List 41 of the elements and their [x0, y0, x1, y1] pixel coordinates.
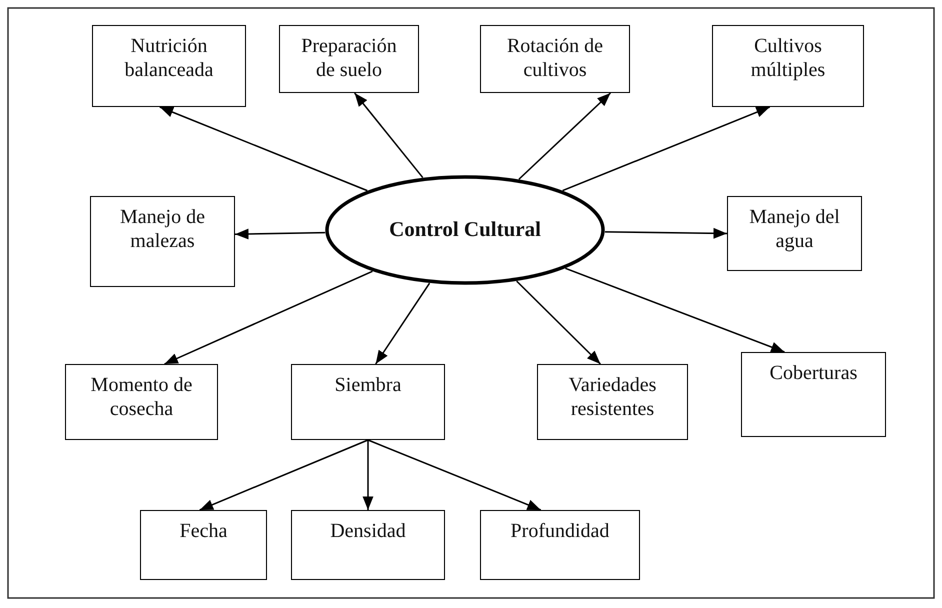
node-label: Momento de cosecha	[90, 373, 194, 421]
arrow	[354, 92, 424, 178]
arrow	[375, 282, 430, 364]
node-label: Manejo del agua	[748, 205, 841, 253]
arrow	[565, 268, 785, 353]
process-box	[712, 25, 864, 107]
process-box	[480, 25, 630, 93]
node-label: Densidad	[330, 519, 406, 543]
node-label: Cultivos múltiples	[750, 34, 826, 82]
node-label: Coberturas	[770, 361, 858, 385]
arrow	[368, 439, 542, 511]
process-box	[291, 364, 445, 440]
arrow	[164, 270, 373, 365]
arrow	[562, 106, 770, 192]
node-label: Preparación de suelo	[300, 34, 398, 82]
node-label: Variedades resistentes	[568, 373, 658, 421]
arrow	[604, 228, 728, 239]
arrow	[516, 280, 601, 365]
process-box	[90, 196, 235, 287]
process-box	[480, 510, 640, 580]
node-label: Siembra	[334, 373, 402, 397]
node-label: Fecha	[180, 519, 228, 543]
arrow	[159, 106, 368, 192]
process-box	[741, 352, 886, 437]
process-box	[727, 196, 862, 271]
node-label: Nutrición balanceada	[124, 34, 214, 82]
central-ellipse	[325, 175, 605, 285]
process-box	[537, 364, 688, 440]
arrow	[199, 439, 368, 511]
node-label: Profundidad	[510, 519, 610, 543]
process-box	[291, 510, 445, 580]
process-box	[65, 364, 218, 440]
node-label: Rotación de cultivos	[506, 34, 604, 82]
arrow	[518, 92, 612, 180]
arrow	[362, 440, 374, 510]
node-label: Manejo de malezas	[119, 205, 206, 253]
process-box	[92, 25, 246, 107]
process-box	[279, 25, 419, 93]
process-box	[140, 510, 267, 580]
node-label: Control Cultural	[389, 217, 541, 243]
arrow	[234, 228, 326, 240]
